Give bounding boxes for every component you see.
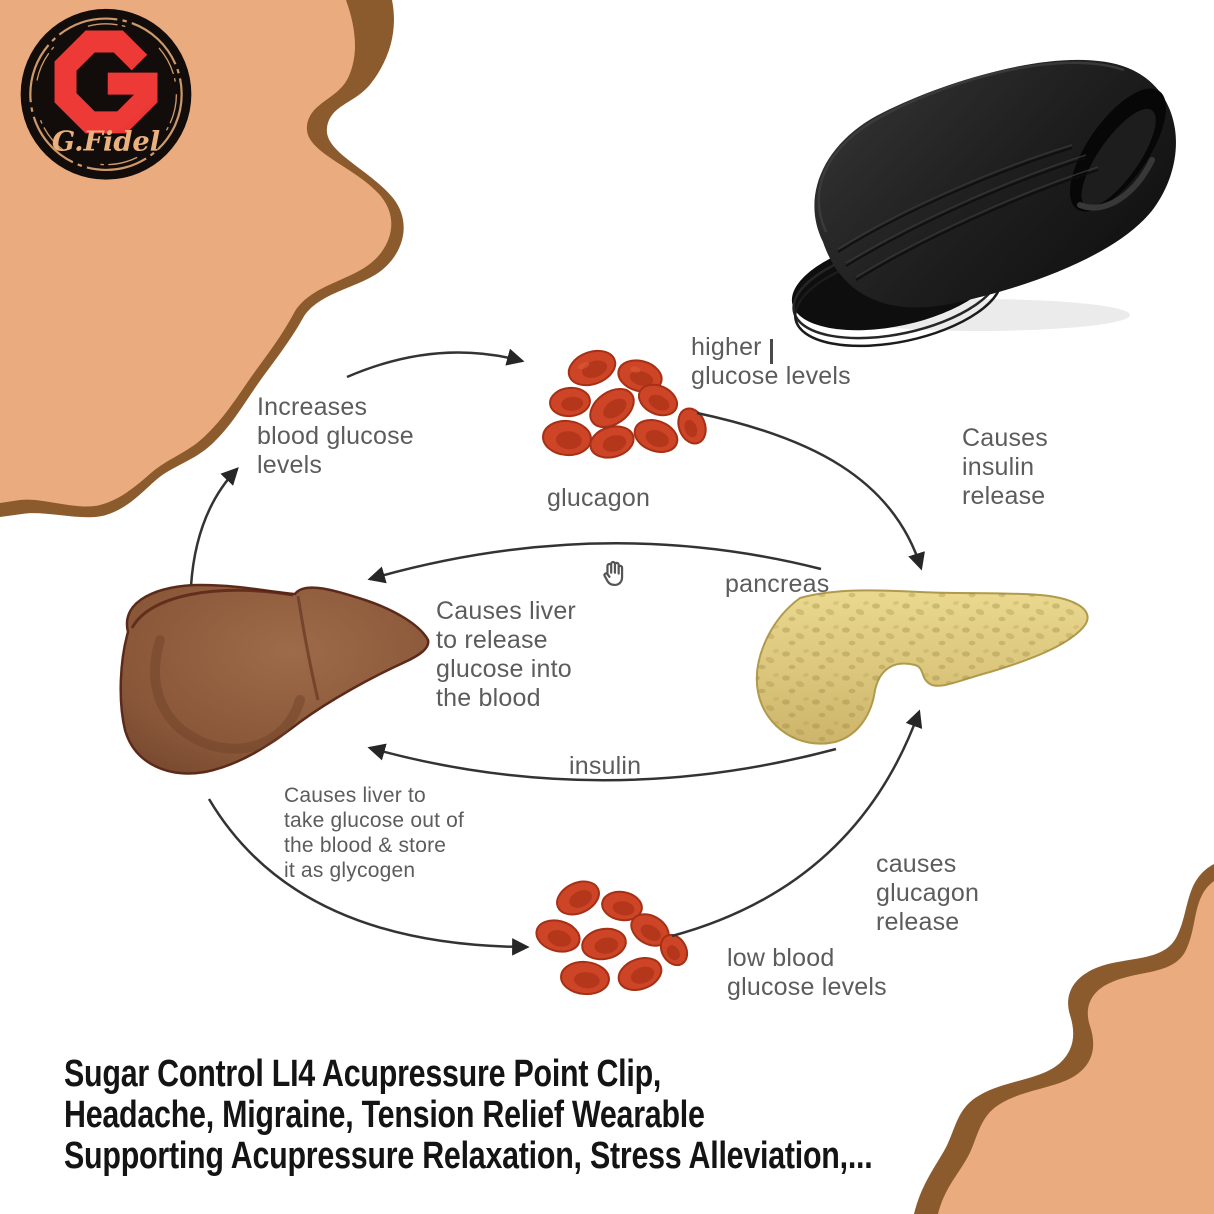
logo-monogram-g [54,30,158,134]
brand-logo: G.Fidel [20,8,192,180]
logo-ring-outer [29,17,183,172]
arrow-up-increases-levels [189,467,239,587]
arrow-causes-glucagon-release [671,709,923,938]
label-causes-glucagon-release: causes glucagon release [876,850,980,936]
grab-hand-icon [603,560,624,587]
logo-ring-inner [34,23,178,166]
blood-cells-high-glucose [542,349,707,459]
label-low-blood-glucose: low blood glucose levels [727,944,887,1001]
arrow-liver-to-lowglucose [207,798,530,956]
label-increases-blood-glucose: Increases blood glucose levels [257,393,414,479]
label-insulin: insulin [569,752,642,780]
label-causes-insulin-release: Causes insulin release [962,424,1048,510]
cycle-arrows [189,348,925,956]
label-pancreas: pancreas [725,570,830,598]
logo-brand-text: G.Fidel [52,126,160,158]
product-title: Sugar Control LI4 Acupressure Point Clip… [64,1053,873,1177]
label-higher-glucose-levels: higher glucose levels [691,333,851,390]
arrow-glucagon-to-liver [367,542,822,584]
text-caret-artifact [770,339,773,364]
pancreas-illustration [755,589,1089,745]
liver-illustration [119,583,430,775]
product-photo-clip [791,59,1176,348]
label-causes-liver-take: Causes liver to take glucose out of the … [284,784,465,882]
arrow-causes-insulin-release [696,411,925,571]
logo-background-circle [20,8,192,180]
blood-cells-low-glucose [535,880,689,996]
label-glucagon: glucagon [547,484,651,512]
arrow-liver-to-highglucose [346,348,525,379]
corner-decoration-bottom-right [914,864,1214,1214]
arrow-insulin-to-liver [367,743,837,782]
label-causes-liver-release: Causes liver to release glucose into the… [436,597,576,712]
